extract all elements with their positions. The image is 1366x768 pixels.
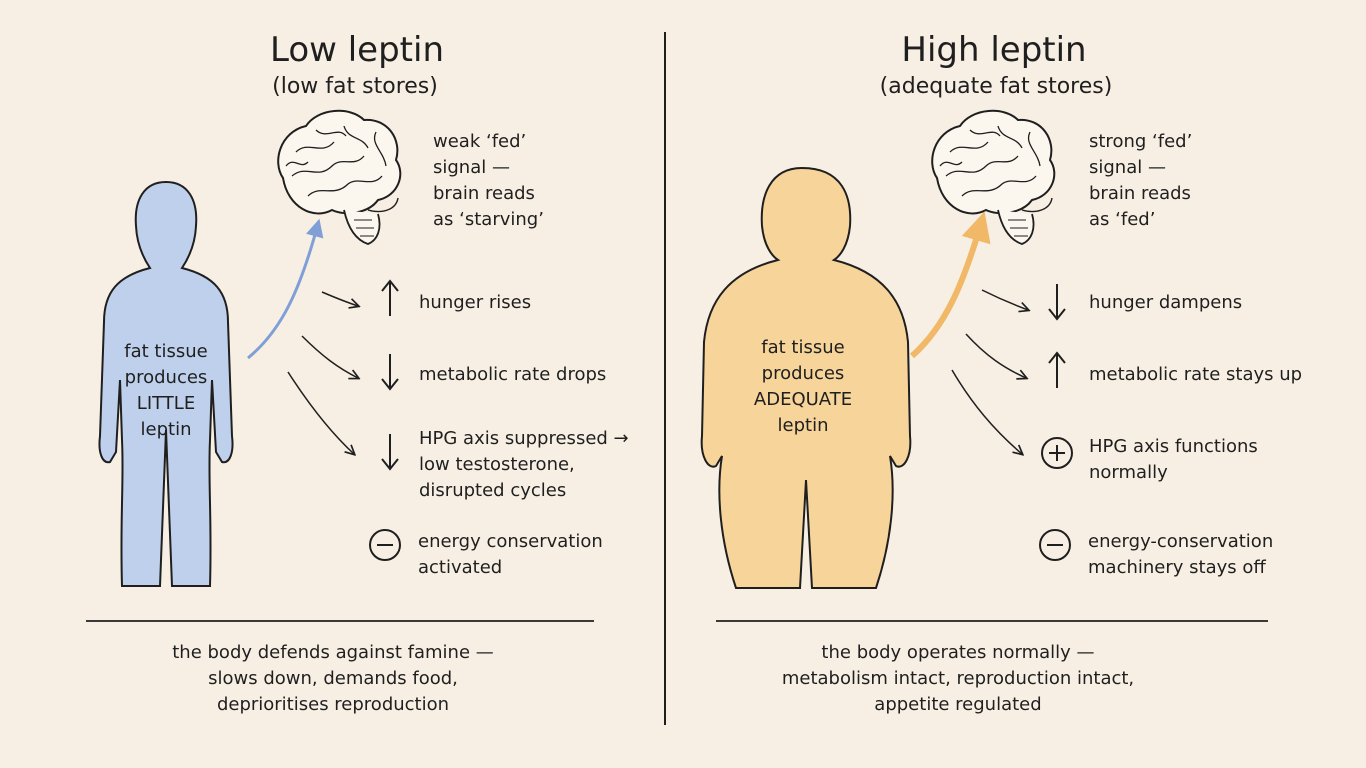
right-effect-energy: energy-conservation machinery stays off	[1088, 531, 1274, 578]
left-brain-signal: weak ‘fed’ signal — brain reads as ‘star…	[433, 131, 544, 230]
right-figure-label: fat tissue produces ADEQUATE leptin	[753, 337, 853, 436]
high-leptin-figure	[700, 166, 912, 589]
minus-circle-icon	[1039, 529, 1071, 561]
plus-circle-icon	[1041, 437, 1073, 469]
right-effect-arrows	[951, 289, 1028, 454]
right-subtitle: (adequate fat stores)	[879, 74, 1113, 99]
right-effect-hpg: HPG axis functions normally	[1089, 436, 1258, 483]
down-arrow-icon	[381, 354, 399, 391]
right-effect-icons	[1039, 284, 1073, 561]
brain-icon-left	[277, 109, 402, 245]
brain-icon-right	[931, 109, 1056, 245]
right-effect-metabolic: metabolic rate stays up	[1089, 364, 1303, 385]
left-effect-hunger: hunger rises	[419, 292, 532, 313]
weak-signal-arrow	[247, 218, 324, 360]
up-arrow-icon	[1048, 351, 1066, 388]
left-effect-metabolic: metabolic rate drops	[419, 364, 607, 385]
minus-circle-icon	[369, 529, 401, 561]
strong-signal-arrow	[910, 211, 991, 359]
left-effect-hpg: HPG axis suppressed → low testosterone, …	[419, 428, 629, 501]
right-summary: the body operates normally — metabolism …	[781, 642, 1135, 715]
right-effect-hunger: hunger dampens	[1089, 292, 1243, 313]
low-leptin-figure	[98, 180, 234, 587]
right-title: High leptin	[901, 30, 1087, 70]
right-brain-signal: strong ‘fed’ signal — brain reads as ‘fe…	[1089, 131, 1193, 230]
left-figure-label: fat tissue produces LITTLE leptin	[124, 341, 208, 440]
left-summary: the body defends against famine — slows …	[172, 642, 494, 715]
left-title: Low leptin	[269, 30, 445, 70]
up-arrow-icon	[381, 279, 399, 316]
left-effect-energy: energy conservation activated	[418, 531, 603, 578]
down-arrow-icon	[381, 434, 399, 471]
left-subtitle: (low fat stores)	[272, 74, 438, 99]
left-effect-icons	[369, 279, 401, 561]
left-effect-arrows	[287, 291, 358, 454]
down-arrow-icon	[1048, 284, 1066, 321]
